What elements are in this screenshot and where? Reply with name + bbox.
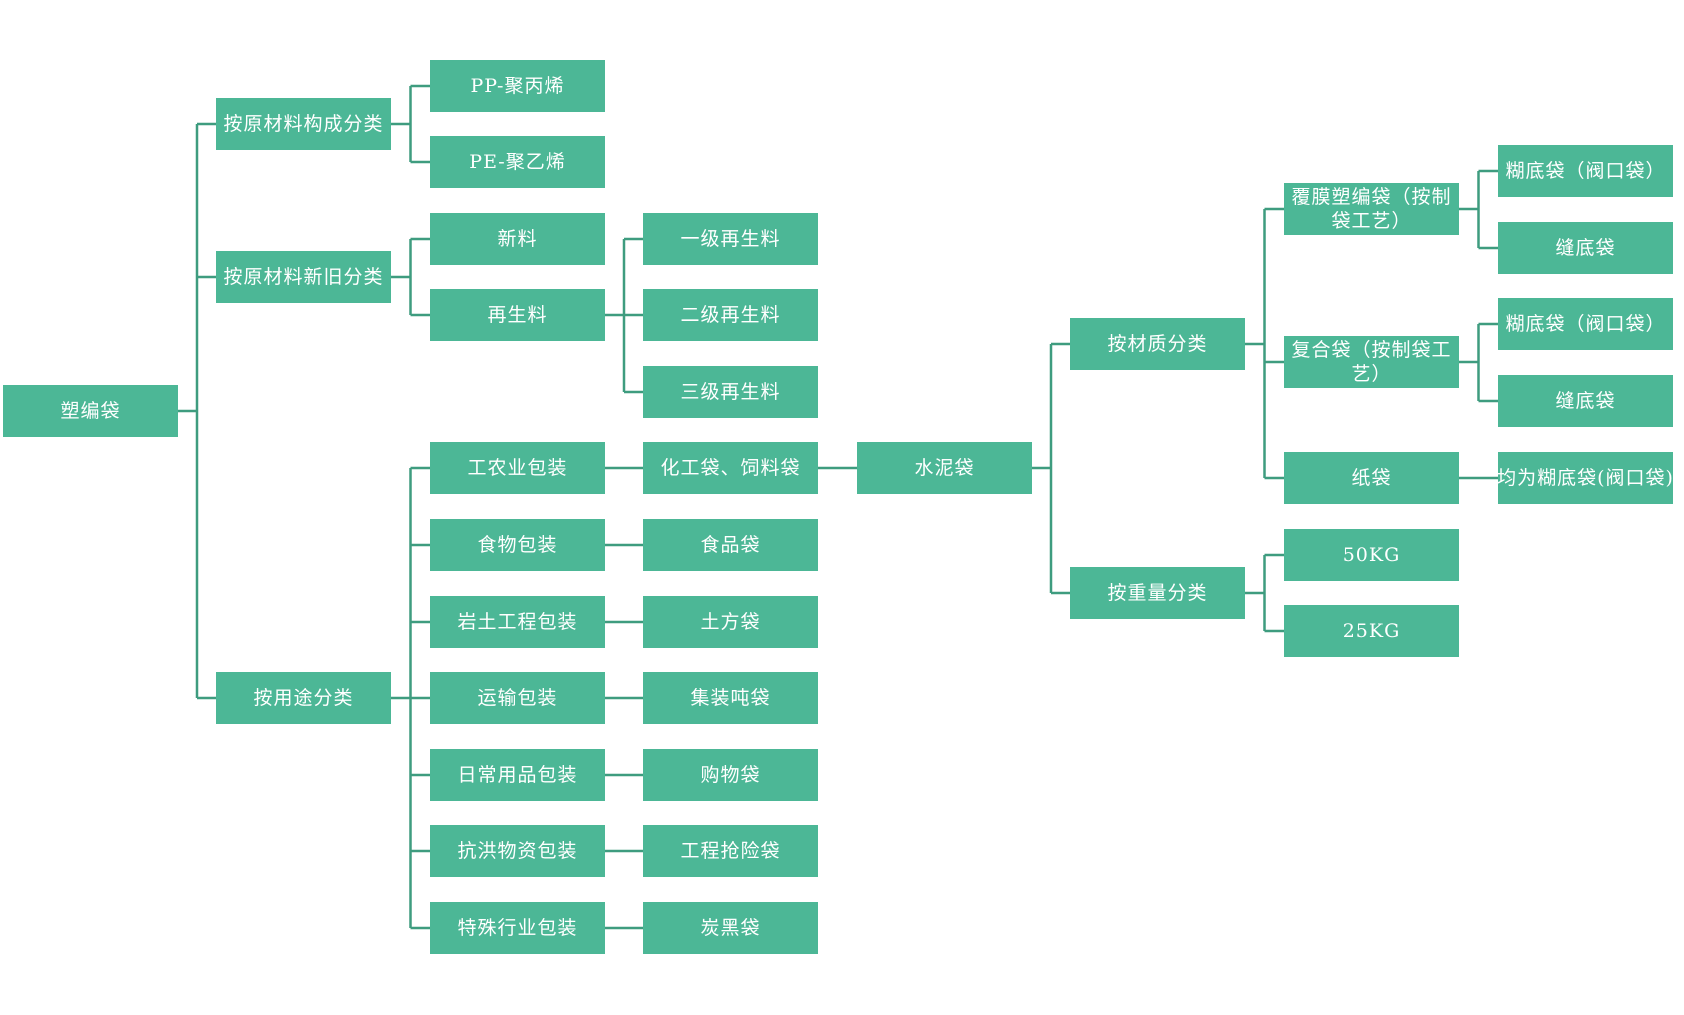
node-transport[interactable]: 运输包装 [430, 672, 605, 724]
node-geotech[interactable]: 岩土工程包装 [430, 596, 605, 648]
node-w50[interactable]: 50KG [1284, 529, 1459, 581]
node-by-use[interactable]: 按用途分类 [216, 672, 391, 724]
node-lam-sewn[interactable]: 缝底袋 [1498, 222, 1673, 274]
node-paper[interactable]: 纸袋 [1284, 452, 1459, 504]
node-by-newness[interactable]: 按原材料新旧分类 [216, 251, 391, 303]
node-recycled[interactable]: 再生料 [430, 289, 605, 341]
node-food-pack[interactable]: 食物包装 [430, 519, 605, 571]
node-earth-bag[interactable]: 土方袋 [643, 596, 818, 648]
node-lam-valve[interactable]: 糊底袋（阀口袋） [1498, 145, 1673, 197]
node-paper-all[interactable]: 均为糊底袋(阀口袋) [1498, 452, 1673, 504]
node-laminated[interactable]: 覆膜塑编袋（按制袋工艺） [1284, 183, 1459, 235]
node-w25[interactable]: 25KG [1284, 605, 1459, 657]
node-composite[interactable]: 复合袋（按制袋工艺） [1284, 336, 1459, 388]
node-jumbo-bag[interactable]: 集装吨袋 [643, 672, 818, 724]
node-by-material[interactable]: 按原材料构成分类 [216, 98, 391, 150]
node-rescue-bag[interactable]: 工程抢险袋 [643, 825, 818, 877]
node-pe[interactable]: PE-聚乙烯 [430, 136, 605, 188]
node-industrial-agri[interactable]: 工农业包装 [430, 442, 605, 494]
node-daily[interactable]: 日常用品包装 [430, 749, 605, 801]
node-carbon-bag[interactable]: 炭黑袋 [643, 902, 818, 954]
node-flood[interactable]: 抗洪物资包装 [430, 825, 605, 877]
node-chem-feed-bag[interactable]: 化工袋、饲料袋 [643, 442, 818, 494]
node-recycled-2[interactable]: 二级再生料 [643, 289, 818, 341]
node-new-material[interactable]: 新料 [430, 213, 605, 265]
node-by-weight[interactable]: 按重量分类 [1070, 567, 1245, 619]
node-comp-valve[interactable]: 糊底袋（阀口袋） [1498, 298, 1673, 350]
node-root[interactable]: 塑编袋 [3, 385, 178, 437]
node-by-texture[interactable]: 按材质分类 [1070, 318, 1245, 370]
node-special[interactable]: 特殊行业包装 [430, 902, 605, 954]
node-pp[interactable]: PP-聚丙烯 [430, 60, 605, 112]
node-comp-sewn[interactable]: 缝底袋 [1498, 375, 1673, 427]
node-recycled-3[interactable]: 三级再生料 [643, 366, 818, 418]
node-food-bag[interactable]: 食品袋 [643, 519, 818, 571]
node-cement-bag[interactable]: 水泥袋 [857, 442, 1032, 494]
node-recycled-1[interactable]: 一级再生料 [643, 213, 818, 265]
node-shopping-bag[interactable]: 购物袋 [643, 749, 818, 801]
